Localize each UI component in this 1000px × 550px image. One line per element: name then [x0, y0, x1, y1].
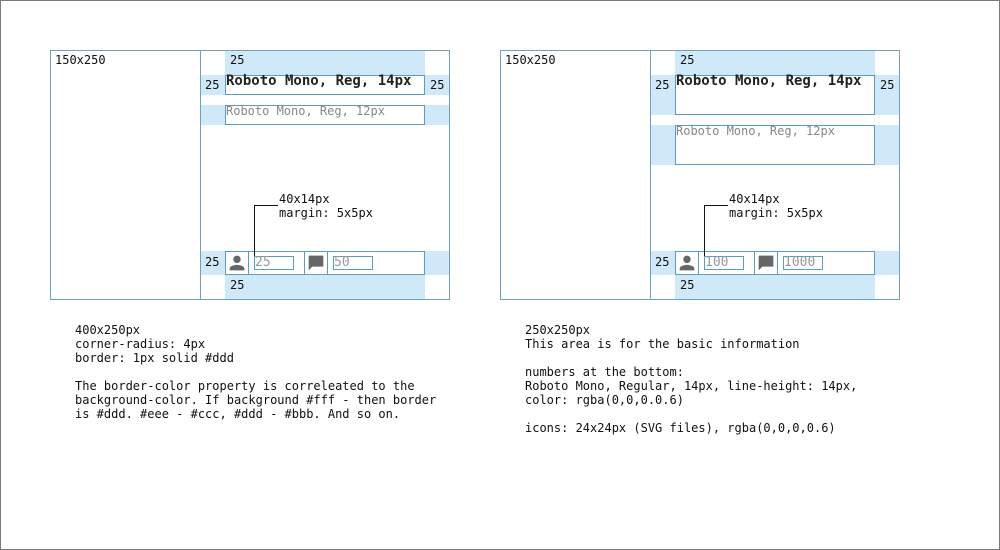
padding-bottom: [675, 275, 875, 300]
padding-top-label: 25: [230, 53, 245, 67]
card-spec-left: 150x250 25 25 25 Roboto Mono, Reg, 14px …: [50, 50, 450, 300]
padding-top: [225, 50, 425, 75]
callout-margin-label: margin: 5x5px: [279, 206, 373, 220]
users-count-box: [254, 256, 294, 270]
callout-line-vertical: [704, 205, 705, 260]
padding-stats-label: 25: [655, 255, 670, 269]
subtitle-spec: Roboto Mono, Reg, 12px: [226, 104, 385, 118]
comments-count: 1000: [784, 255, 816, 270]
comments-count-box: [333, 256, 373, 270]
padding-stats-label: 25: [205, 255, 220, 269]
thumbnail-divider: [650, 50, 651, 300]
card-outline: [500, 50, 900, 300]
comment-icon: [304, 251, 328, 275]
person-icon: [675, 251, 699, 275]
users-count: 100: [705, 255, 729, 270]
padding-bottom: [225, 275, 425, 300]
comments-count: 50: [334, 255, 350, 270]
callout-line-horizontal: [254, 205, 278, 206]
card-outline: [50, 50, 450, 300]
title-box: [675, 75, 875, 115]
callout-size-label: 40x14px: [729, 192, 780, 206]
padding-top: [675, 50, 875, 75]
users-count: 25: [255, 255, 271, 270]
card-spec-right: 150x250 25 25 25 Roboto Mono, Reg, 14px …: [500, 50, 900, 300]
subtitle-spec: Roboto Mono, Reg, 12px: [676, 124, 835, 138]
subtitle-box: [675, 125, 875, 165]
comment-icon: [754, 251, 778, 275]
thumbnail-size-label: 150x250: [505, 53, 556, 67]
title-spec: Roboto Mono, Reg, 14px: [676, 73, 862, 89]
padding-left-label: 25: [655, 78, 670, 92]
thumbnail-size-label: 150x250: [55, 53, 106, 67]
title-spec: Roboto Mono, Reg, 14px: [226, 73, 412, 89]
padding-top-label: 25: [680, 53, 695, 67]
subtitle-box: [225, 105, 425, 125]
users-count-box: [704, 256, 744, 270]
person-icon: [225, 251, 249, 275]
comments-count-box: [783, 256, 823, 270]
callout-line-vertical: [254, 205, 255, 260]
thumbnail-divider: [200, 50, 201, 300]
padding-right-label: 25: [430, 78, 445, 92]
callout-size-label: 40x14px: [279, 192, 330, 206]
notes-left: 400x250px corner-radius: 4px border: 1px…: [75, 323, 437, 421]
padding-bottom-label: 25: [680, 278, 695, 292]
title-box: [225, 75, 425, 95]
callout-margin-label: margin: 5x5px: [729, 206, 823, 220]
callout-line-horizontal: [704, 205, 728, 206]
padding-bottom-label: 25: [230, 278, 245, 292]
padding-right-label: 25: [880, 78, 895, 92]
notes-right: 250x250px This area is for the basic inf…: [525, 323, 858, 435]
padding-left-label: 25: [205, 78, 220, 92]
